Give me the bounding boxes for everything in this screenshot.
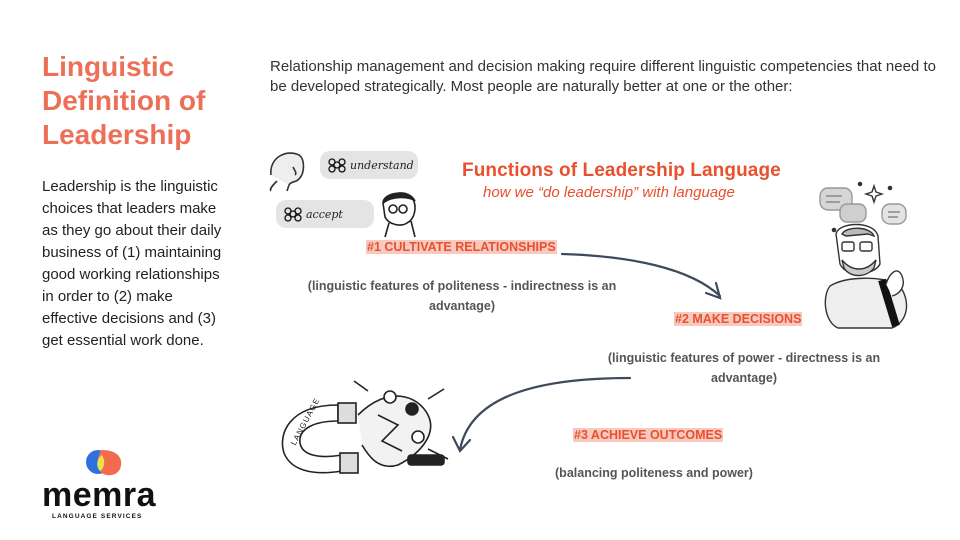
logo-wordmark: memra — [42, 476, 157, 514]
diagram-title: Functions of Leadership Language — [462, 160, 781, 181]
magnet-illustration: LANGUAGE — [281, 380, 449, 474]
arrow-2-to-3 — [458, 376, 632, 452]
arrow-2-to-3-head — [451, 435, 472, 453]
step-2-description: (linguistic features of power - directne… — [607, 351, 881, 385]
bubble-understand-text: understand — [350, 158, 414, 172]
logo-tagline: LANGUAGE SERVICES — [52, 513, 143, 520]
man-head-icon — [382, 192, 416, 238]
speech-bubble-understand: understand — [320, 151, 418, 179]
intro-text: Relationship management and decision mak… — [270, 58, 936, 95]
step-3-title: #3 ACHIEVE OUTCOMES — [573, 428, 724, 442]
flower-doodle-icon — [328, 158, 346, 173]
thinking-man-illustration — [819, 181, 908, 329]
flower-doodle-icon — [284, 207, 302, 222]
bubble-accept-text: accept — [306, 207, 343, 221]
woman-head-icon — [269, 152, 305, 192]
step-2-title: #2 MAKE DECISIONS — [674, 312, 803, 326]
step-1-description: (linguistic features of politeness - ind… — [307, 279, 617, 313]
memra-logo-icon — [86, 450, 122, 476]
step-3-description: (balancing politeness and power) — [555, 466, 753, 480]
arrow-1-to-2 — [560, 252, 722, 298]
definition-text: Leadership is the linguistic choices tha… — [42, 178, 222, 349]
slide-title: Linguistic Definition of Leadership — [42, 51, 206, 150]
conversation-illustration — [269, 152, 416, 238]
arrow-1-to-2-head — [704, 281, 722, 300]
speech-bubble-accept: accept — [276, 200, 374, 228]
diagram-subtitle: how we “do leadership” with language — [483, 184, 735, 201]
step-1-title: #1 CULTIVATE RELATIONSHIPS — [366, 240, 557, 254]
